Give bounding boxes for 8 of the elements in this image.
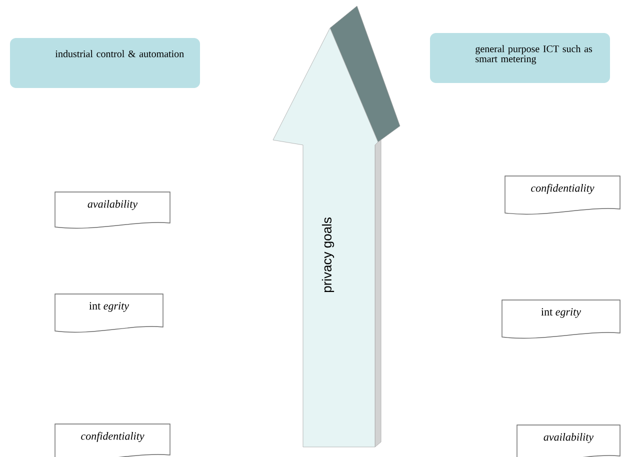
heading-box: general purpose ICT such as smart metering [430, 33, 610, 83]
document-box: availability [516, 424, 620, 457]
document-box: availability [54, 192, 170, 229]
document-box: int egrity [54, 294, 164, 333]
document-box: int egrity [502, 300, 620, 339]
heading-box: industrial control & automation [10, 38, 200, 88]
document-box: confidentiality [54, 424, 170, 457]
document-box: confidentiality [504, 176, 620, 215]
